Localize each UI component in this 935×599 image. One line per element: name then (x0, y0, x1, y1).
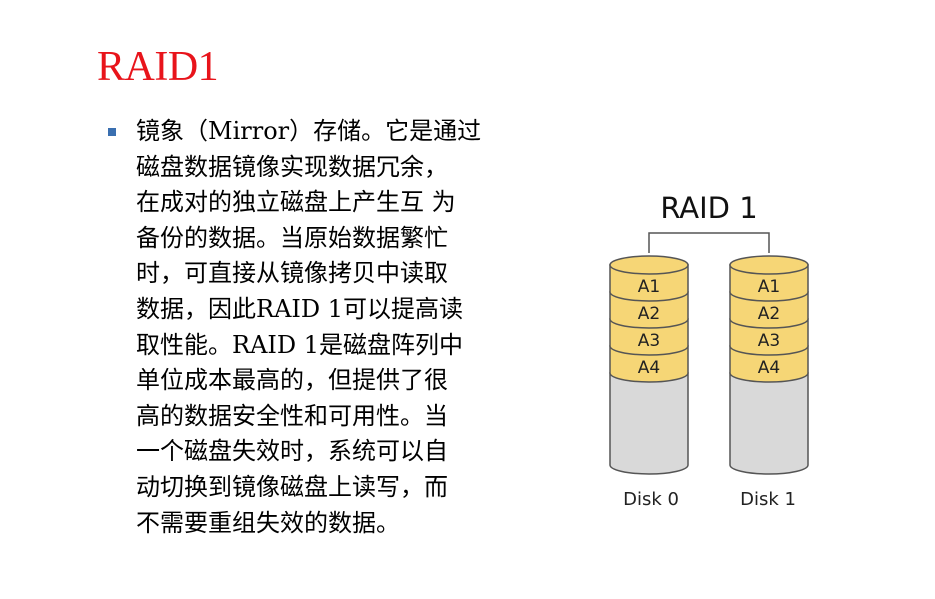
disk-1-block-a3 (729, 318, 809, 356)
body-line: 一个磁盘失效时，系统可以自 (136, 437, 448, 466)
body-line: 高的数据安全性和可用性。当 (136, 401, 448, 430)
disk-0-block-label: A1 (638, 277, 660, 297)
disk-0-block-label: A4 (638, 358, 660, 378)
disk-1: A1 A2 A3 A4 Disk 1 (729, 255, 809, 510)
disk-0-empty (609, 372, 689, 475)
body-line: 磁盘数据镜像实现数据冗余， (136, 152, 448, 181)
body-line: 时，可直接从镜像拷贝中读取 (136, 259, 448, 288)
connector-lines (648, 232, 770, 253)
disk-0-block-a4 (609, 345, 689, 383)
disk-1-block-label: A3 (758, 331, 780, 351)
disk-0-block-a1 (609, 264, 689, 302)
disk-1-block-label: A2 (758, 304, 780, 324)
body-line: 在成对的独立磁盘上产生互 为 (136, 188, 456, 217)
body-paragraph: 镜象（Mirror）存储。它是通过 磁盘数据镜像实现数据冗余， 在成对的独立磁盘… (136, 114, 526, 541)
raid1-diagram-svg: RAID 1 A1 A2 A3 A4 Disk 0 A1 (609, 191, 809, 510)
disk-1-block-a2 (729, 291, 809, 329)
disk-0-block-a2 (609, 291, 689, 329)
body-line: 单位成本最高的，但提供了很 (136, 366, 448, 395)
disk-1-block-label: A1 (758, 277, 780, 297)
body-line: 动切换到镜像磁盘上读写，而 (136, 472, 448, 501)
body-line: 数据，因此RAID 1可以提高读 (136, 294, 464, 323)
slide-title: RAID1 (97, 44, 219, 90)
disk-1-block-a4 (729, 345, 809, 383)
disk-0-block-a3 (609, 318, 689, 356)
disk-0-block-label: A2 (638, 304, 660, 324)
disk-0-top (609, 255, 689, 275)
bullet-marker-icon (108, 128, 116, 136)
diagram-title: RAID 1 (660, 191, 757, 225)
disk-0-label: Disk 0 (623, 489, 679, 510)
disk-1-top (729, 255, 809, 275)
disk-1-block-a1 (729, 264, 809, 302)
disk-0-block-label: A3 (638, 331, 660, 351)
disk-1-empty (729, 372, 809, 475)
raid1-diagram: RAID 1 A1 A2 A3 A4 Disk 0 A1 (602, 183, 812, 523)
disk-1-block-label: A4 (758, 358, 780, 378)
body-line: 不需要重组失效的数据。 (136, 508, 400, 537)
body-line: 备份的数据。当原始数据繁忙 (136, 223, 448, 252)
disk-1-label: Disk 1 (740, 489, 796, 510)
body-line: 镜象（Mirror）存储。它是通过 (136, 117, 482, 145)
disk-0: A1 A2 A3 A4 Disk 0 (609, 255, 689, 510)
body-line: 取性能。RAID 1是磁盘阵列中 (136, 330, 464, 359)
